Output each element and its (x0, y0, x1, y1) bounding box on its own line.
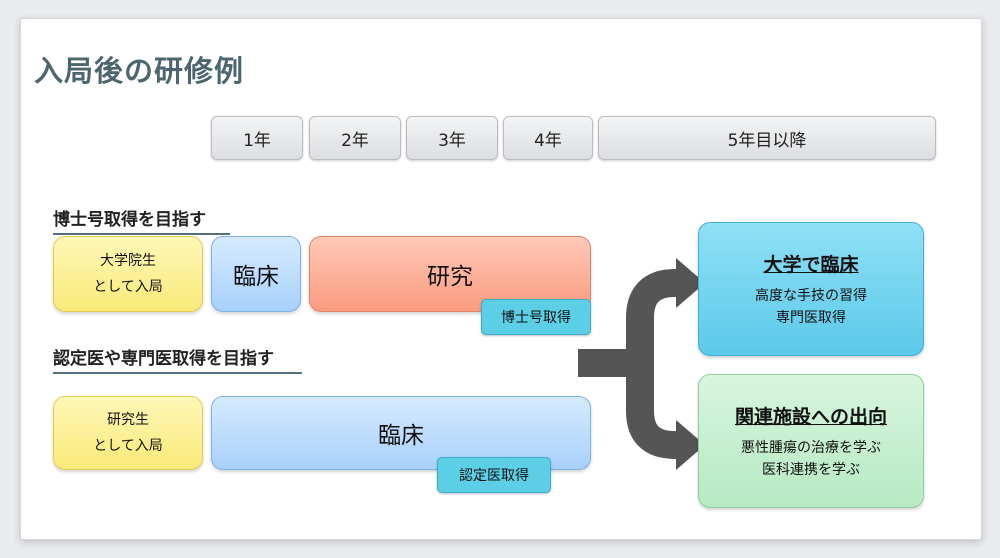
track-phd-start: 大学院生 として入局 (53, 236, 203, 312)
dest-university-line2: 専門医取得 (776, 309, 846, 326)
branch-arrow-lower (626, 349, 689, 459)
dest-affiliated-line1: 悪性腫瘍の治療を学ぶ (741, 439, 881, 456)
heading-underline (53, 233, 230, 235)
track-phd-heading: 博士号取得を目指す (53, 205, 230, 235)
phd-milestone-badge: 博士号取得 (481, 299, 591, 335)
dest-affiliated-line2: 医科連携を学ぶ (762, 461, 860, 478)
year-2: 2年 (309, 116, 401, 160)
track-phd-clinical: 臨床 (211, 236, 301, 312)
dest-university-line1: 高度な手技の習得 (755, 287, 867, 304)
dest-university-title: 大学で臨床 (763, 253, 859, 276)
track-cert-start: 研究生 として入局 (53, 396, 203, 470)
track-phd-heading-text: 博士号取得を目指す (53, 210, 206, 230)
heading-underline (53, 372, 302, 374)
track-phd-research: 研究 (309, 236, 591, 312)
year-4: 4年 (503, 116, 593, 160)
track-cert-clinical-label: 臨床 (378, 423, 424, 449)
track-phd-start-line2: として入局 (93, 279, 163, 295)
track-phd-start-line1: 大学院生 (100, 253, 156, 269)
track-phd-research-label: 研究 (427, 264, 473, 290)
track-phd-clinical-label: 臨床 (233, 264, 279, 290)
year-1: 1年 (211, 116, 303, 160)
dest-affiliated-facility: 関連施設への出向 悪性腫瘍の治療を学ぶ 医科連携を学ぶ (698, 374, 924, 508)
track-cert-start-line2: として入局 (93, 438, 163, 454)
arrowhead-upper (676, 258, 705, 308)
branch-arrow-upper (578, 269, 689, 377)
dest-university-clinical: 大学で臨床 高度な手技の習得 専門医取得 (698, 222, 924, 356)
track-cert-heading: 認定医や専門医取得を目指す (53, 344, 302, 374)
arrowhead-lower (676, 420, 705, 470)
track-cert-start-line1: 研究生 (107, 412, 149, 428)
year-5-plus: 5年目以降 (598, 116, 936, 160)
year-3: 3年 (406, 116, 498, 160)
cert-milestone-badge: 認定医取得 (437, 457, 551, 493)
track-cert-heading-text: 認定医や専門医取得を目指す (53, 349, 274, 369)
dest-affiliated-title: 関連施設への出向 (734, 405, 887, 428)
page-title: 入局後の研修例 (34, 54, 245, 88)
